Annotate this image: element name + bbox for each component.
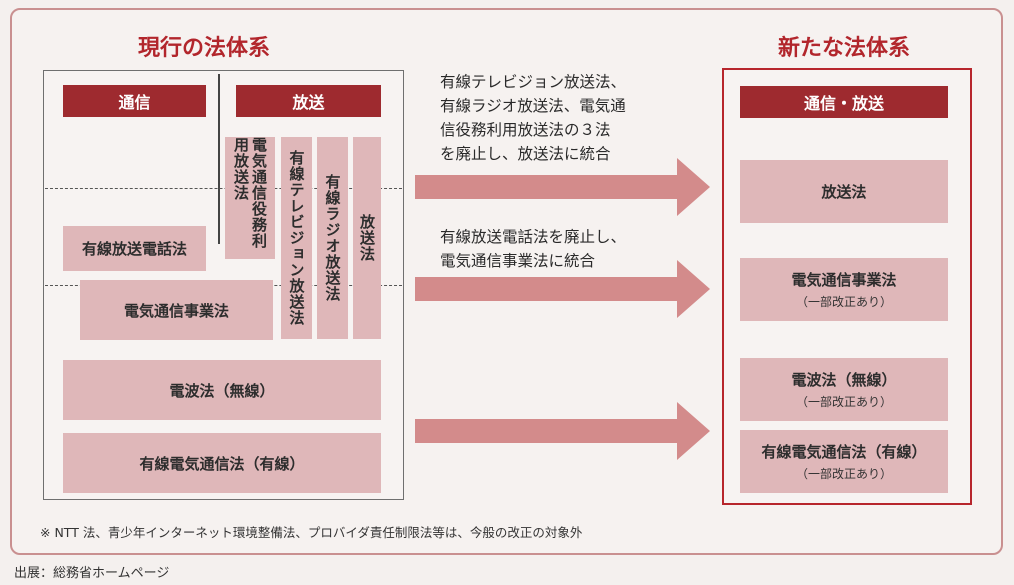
desc-line: を廃止し、放送法に統合 [440,145,611,163]
arrow-to-denki-tsushin-jigyo-law [415,260,710,318]
transition-desc-denki: 有線放送電話法を廃止し、 電気通信事業法に統合 [440,225,626,273]
denki-tsushin-jigyo-law-current: 電気通信事業法 [80,280,273,340]
denpa-law-new: 電波法（無線） （一部改正あり） [740,358,948,421]
hoso-header: 放送 [236,85,381,117]
law-note: （一部改正あり） [795,467,892,481]
desc-line: 有線ラジオ放送法、電気通 [440,97,626,115]
desc-line: 有線放送電話法を廃止し、 [440,228,627,246]
yusen-hoso-denwa-law: 有線放送電話法 [63,226,206,271]
arrow-to-hoso-law [415,158,710,216]
hoso-law-new: 放送法 [740,160,948,223]
yusen-denki-tsushin-law-current: 有線電気通信法（有線） [63,433,381,493]
footnote: ※ NTT 法、青少年インターネット環境整備法、プロバイダ責任制限法等は、今般の… [40,525,583,540]
denki-tsushin-jigyo-law-new: 電気通信事業法 （一部改正あり） [740,258,948,321]
denki-tsushin-ekimu-riyo-hoso-law: 電気通信役務利用放送法 [225,137,275,259]
denpa-law-current: 電波法（無線） [63,360,381,420]
desc-line: 電気通信事業法に統合 [440,252,596,270]
yusen-tv-hoso-law: 有線テレビジョン放送法 [281,137,312,339]
law-note: （一部改正あり） [795,295,892,309]
law-name: 電気通信事業法 [791,271,897,289]
tsushin-hoso-divider [218,74,220,244]
dashed-line-upper [45,188,402,189]
current-system-title: 現行の法体系 [138,36,271,61]
yusen-radio-hoso-law: 有線ラジオ放送法 [317,137,348,339]
transition-desc-hoso: 有線テレビジョン放送法、 有線ラジオ放送法、電気通 信役務利用放送法の３法 を廃… [440,70,626,166]
yusen-denki-tsushin-law-new: 有線電気通信法（有線） （一部改正あり） [740,430,948,493]
desc-line: 有線テレビジョン放送法、 [440,73,627,91]
arrow-to-denpa-yusen-laws [415,402,710,460]
tsushin-hoso-header: 通信・放送 [740,86,948,118]
law-name: 電波法（無線） [791,371,897,389]
desc-line: 信役務利用放送法の３法 [440,121,611,139]
new-system-title: 新たな法体系 [778,36,911,61]
hoso-law-current: 放送法 [353,137,381,339]
law-name: 有線電気通信法（有線） [761,443,927,461]
law-name: 放送法 [821,183,867,201]
source-credit: 出展：総務省ホームページ [14,566,170,581]
tsushin-header: 通信 [63,85,206,117]
law-note: （一部改正あり） [795,395,892,409]
